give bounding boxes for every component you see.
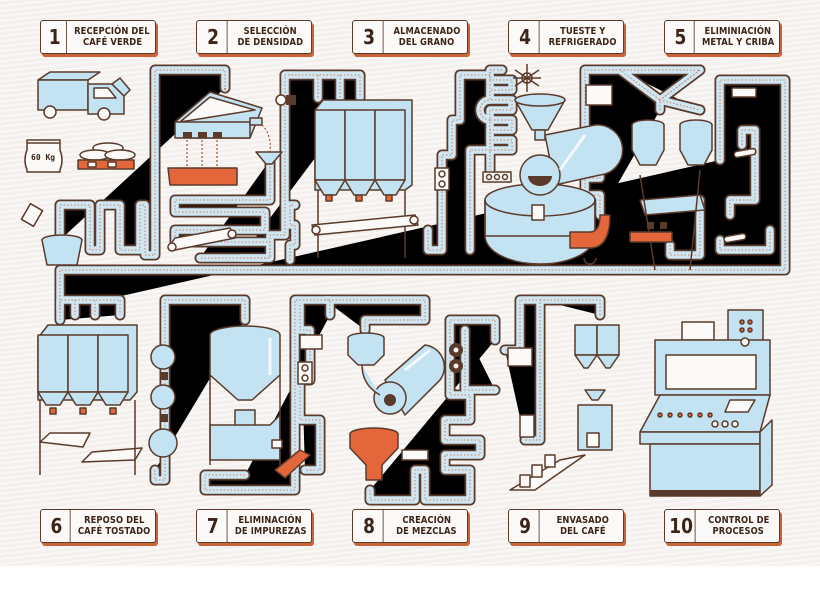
step-title-line1: TUESTE Y	[559, 26, 606, 37]
step-title-line2: REFRIGERADO	[548, 37, 617, 48]
sphere-separator-icon	[148, 344, 178, 458]
pressure-gauge-icon	[275, 94, 296, 106]
coffee-package-icon	[519, 454, 556, 488]
cooling-chute-icon	[569, 214, 611, 265]
roaster-icon	[484, 93, 624, 265]
gear-icon	[449, 343, 463, 373]
step-number: 4	[511, 21, 540, 53]
step-number: 6	[43, 510, 71, 542]
step-number: 5	[667, 21, 695, 53]
step-title-line1: ELIMINACIÓN	[238, 515, 302, 526]
step-title-line2: CAFÉ VERDE	[82, 37, 142, 48]
step-title-line2: PROCESOS	[712, 526, 765, 537]
truck-icon	[37, 71, 131, 121]
density-sorter-icon	[167, 88, 283, 186]
step-number: 9	[511, 510, 540, 542]
blend-funnel-icon	[349, 427, 399, 481]
step-title-line1: ELIMINIACIÓN	[704, 26, 772, 37]
bucket-icon	[41, 234, 83, 266]
step-number: 10	[667, 510, 696, 542]
blending-drum-icon	[347, 332, 446, 416]
step-title-line1: ALMACENADO	[393, 26, 460, 37]
step-title-line1: ENVASADO	[556, 515, 609, 526]
step-title-line1: SELECCIÓN	[243, 26, 298, 37]
control-panel-small-icon	[482, 84, 613, 183]
process-diagram-canvas	[0, 0, 820, 566]
step-title-line2: DE MEZCLAS	[396, 526, 457, 537]
coffee-sack-icon	[24, 139, 63, 173]
impurity-tank-icon	[209, 325, 311, 479]
control-box-icon	[434, 167, 450, 191]
step-title-line1: CONTROL DE	[707, 515, 770, 526]
sack-weight-label: 60 Kg	[31, 153, 56, 162]
step-title-line2: CAFÉ TOSTADO	[77, 526, 151, 537]
step-title-line1: RECEPCIÓN DEL	[74, 26, 150, 37]
mini-conveyor-icon	[723, 87, 757, 244]
step-number: 8	[355, 510, 384, 542]
step-title-line2: DE IMPUREZAS	[234, 526, 307, 537]
sieve-machine-icon	[629, 119, 713, 271]
conveyor-belt-icon	[167, 227, 237, 252]
process-illustration: .pipe{fill:none;stroke:#5a3a2a;stroke-wi…	[20, 64, 820, 566]
step-title-line2: DE DENSIDAD	[237, 37, 304, 48]
step-title-line2: DEL GRANO	[398, 37, 455, 48]
sorter-wheel-icon	[513, 64, 541, 92]
monitor-panel-icon	[401, 347, 535, 461]
control-console-icon	[639, 309, 773, 497]
storage-silos-icon	[311, 99, 419, 258]
step-title-line1: CREACIÓN	[402, 515, 451, 526]
pipe-network-bottom	[60, 300, 600, 500]
sack-pallet-icon	[77, 142, 136, 170]
step-number: 2	[199, 21, 228, 53]
small-sack-icon	[20, 202, 44, 228]
step-number: 1	[43, 21, 68, 53]
indicator-panel-icon	[297, 334, 323, 385]
step-title-line1: REPOSO DEL	[83, 515, 144, 526]
step-number: 7	[199, 510, 228, 542]
step-number: 3	[355, 21, 384, 53]
step-title-line2: DEL CAFÉ	[559, 526, 606, 537]
step-title-line2: METAL Y CRIBA	[701, 37, 775, 48]
resting-silos-icon	[37, 324, 143, 475]
